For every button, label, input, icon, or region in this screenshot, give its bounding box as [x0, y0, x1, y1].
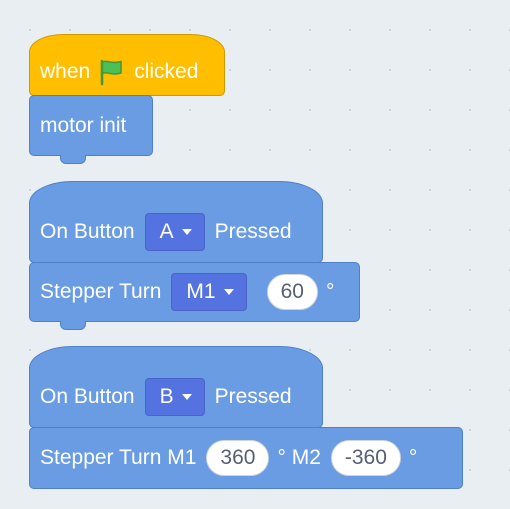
caret-down-icon	[181, 394, 192, 400]
stepper-turn-m1-label: Stepper Turn M1	[40, 446, 197, 469]
motor-init-block[interactable]: motor init	[29, 95, 153, 164]
pressed-label: Pressed	[214, 220, 292, 243]
degrees-input[interactable]: 60	[266, 274, 318, 310]
stepper-turn-dual-block[interactable]: Stepper Turn M1 360 ° M2 -360 °	[29, 427, 463, 489]
on-button-label: On Button	[40, 220, 135, 243]
stepper-turn-block[interactable]: Stepper Turn M1 60 °	[29, 262, 360, 330]
green-flag-icon	[98, 58, 124, 86]
button-select-dropdown[interactable]: B	[144, 378, 205, 416]
block-connector-notch	[60, 321, 86, 330]
clicked-label: clicked	[134, 60, 199, 83]
motor-init-label: motor init	[40, 113, 127, 137]
button-select-value: B	[159, 385, 174, 408]
motor-select-value: M1	[186, 280, 216, 303]
m1-degrees-input[interactable]: 360	[206, 440, 270, 476]
button-select-dropdown[interactable]: A	[144, 213, 205, 251]
on-button-a-pressed-block[interactable]: On Button A Pressed	[29, 181, 323, 263]
button-select-value: A	[159, 220, 174, 243]
m2-degrees-input[interactable]: -360	[330, 440, 401, 476]
m2-label: ° M2	[277, 446, 321, 469]
caret-down-icon	[223, 289, 234, 295]
when-flag-clicked-block[interactable]: when clicked	[29, 34, 225, 96]
on-button-b-pressed-block[interactable]: On Button B Pressed	[29, 346, 323, 428]
degree-unit-label: °	[408, 446, 418, 469]
stepper-turn-label: Stepper Turn	[40, 280, 162, 303]
on-button-label: On Button	[40, 385, 135, 408]
degree-unit-label: °	[325, 280, 335, 303]
motor-select-dropdown[interactable]: M1	[171, 273, 247, 311]
pressed-label: Pressed	[214, 385, 292, 408]
block-connector-notch	[60, 155, 86, 164]
caret-down-icon	[181, 229, 192, 235]
when-label: when	[40, 60, 91, 83]
